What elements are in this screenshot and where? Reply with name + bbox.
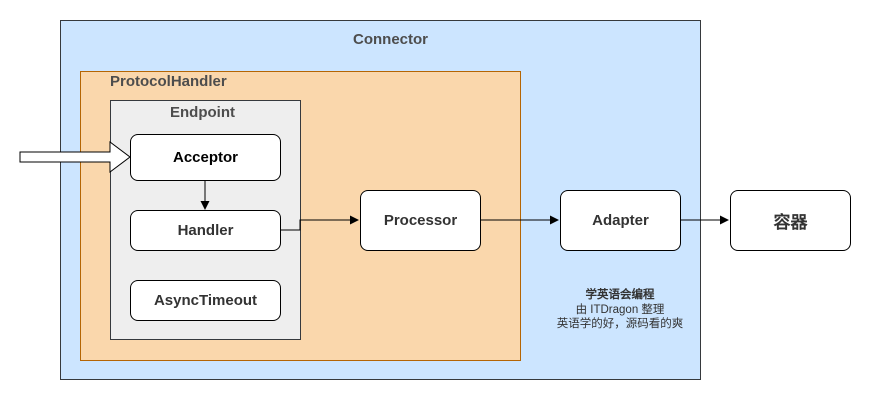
- input-block-arrow: [19, 141, 131, 173]
- adapter-node[interactable]: Adapter: [560, 190, 681, 251]
- handler-to-processor-arrow: [281, 215, 359, 231]
- connector-title: Connector: [353, 31, 428, 48]
- async-timeout-node[interactable]: AsyncTimeout: [130, 280, 281, 321]
- watermark-line-1: 学英语会编程: [585, 289, 655, 301]
- processor-node[interactable]: Processor: [360, 190, 481, 251]
- container-node[interactable]: 容器: [730, 190, 851, 251]
- endpoint-title: Endpoint: [170, 104, 235, 121]
- watermark-line-3: 英语学的好，源码看的爽: [556, 318, 684, 330]
- watermark-note: 学英语会编程 由 ITDragon 整理 英语学的好，源码看的爽: [530, 288, 710, 332]
- handler-node[interactable]: Handler: [130, 210, 281, 251]
- watermark-line-2: 由 ITDragon 整理: [575, 303, 665, 316]
- acceptor-node[interactable]: Acceptor: [130, 134, 281, 181]
- protocol-handler-title: ProtocolHandler: [110, 73, 227, 90]
